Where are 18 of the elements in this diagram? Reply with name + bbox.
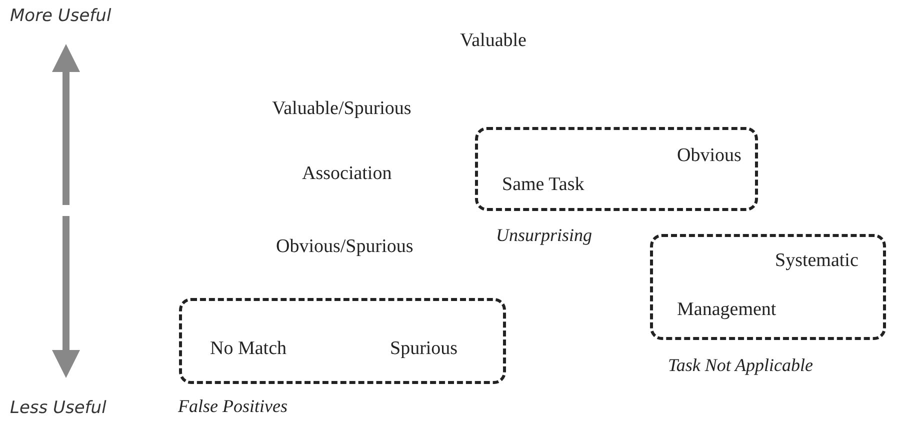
category-label: Same Task — [502, 174, 584, 196]
category-label: Management — [677, 299, 776, 321]
category-label: Systematic — [775, 250, 858, 272]
dashed-group-box — [475, 127, 758, 211]
group-caption: Unsurprising — [496, 225, 592, 246]
axis-label: Less Useful — [10, 398, 106, 418]
category-label: Association — [302, 163, 392, 185]
dashed-group-box — [179, 298, 506, 384]
category-label: No Match — [210, 338, 287, 360]
category-label: Valuable/Spurious — [272, 98, 412, 120]
category-label: Spurious — [390, 338, 458, 360]
group-caption: False Positives — [178, 396, 288, 417]
group-caption: Task Not Applicable — [668, 355, 814, 376]
dashed-group-box — [650, 234, 886, 340]
category-label: Obvious/Spurious — [276, 236, 414, 258]
axis-label: More Useful — [10, 6, 112, 26]
category-label: Obvious — [677, 145, 742, 167]
category-label: Valuable — [460, 30, 526, 52]
